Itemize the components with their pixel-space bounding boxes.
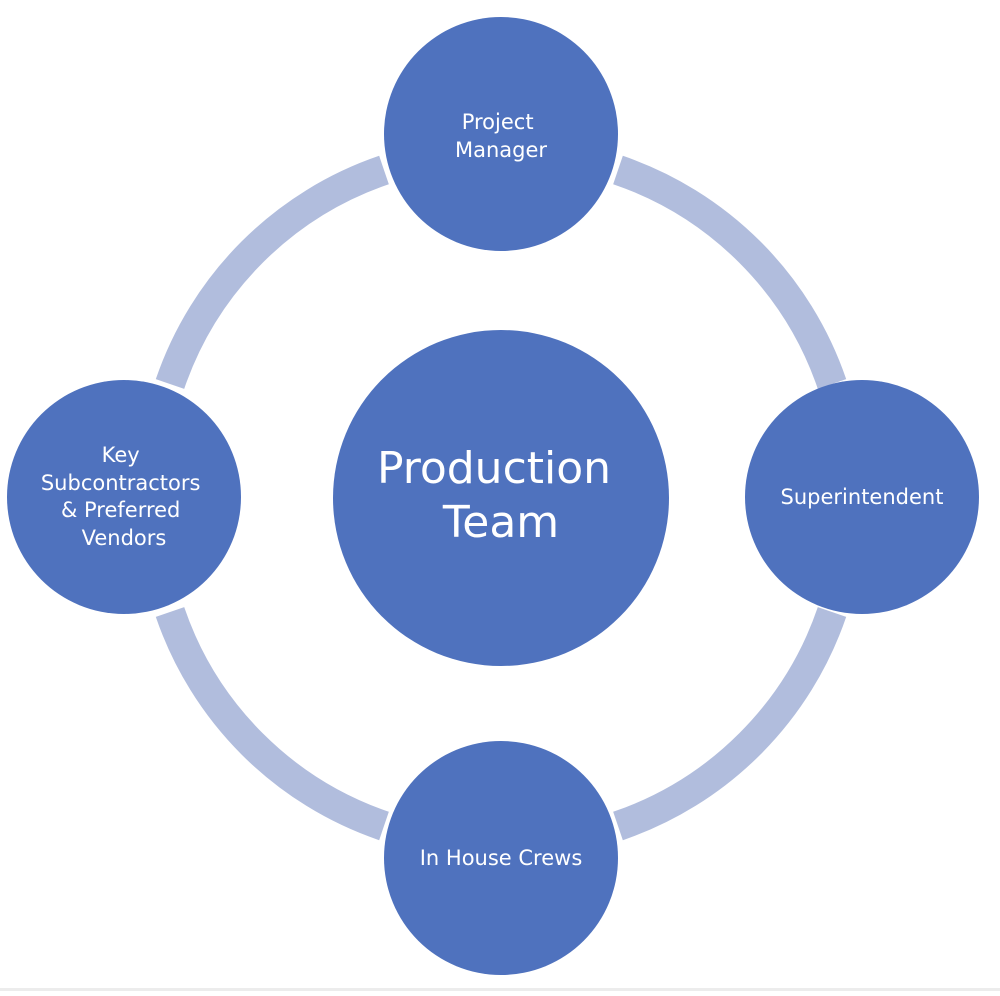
center-node: Production Team [333,330,669,666]
node-superintendent-circle [745,380,979,614]
node-project-manager-label-line-1: Project [462,110,534,134]
node-key-subcontractors: Key Subcontractors & Preferred Vendors [7,380,241,614]
page-bottom-edge [0,988,1000,991]
node-project-manager-label: Project Manager [455,110,547,162]
node-key-subcontractors-label-line-3: & Preferred [61,498,180,522]
node-superintendent: Superintendent [745,380,979,614]
node-key-subcontractors-label-line-1: Key [102,443,140,467]
node-project-manager-label-line-2: Manager [455,138,547,162]
ring-arc-right-bottom [613,607,847,841]
node-in-house-crews-label: In House Crews [420,846,583,870]
ring-arc-bottom-left [155,607,389,841]
center-node-label-line-1: Production [377,443,611,494]
node-project-manager-circle [384,17,618,251]
center-node-label: Production Team [377,443,625,548]
node-superintendent-label-line-1: Superintendent [781,485,944,509]
node-in-house-crews-label-line-1: In House Crews [420,846,583,870]
node-key-subcontractors-label: Key Subcontractors & Preferred Vendors [41,443,207,550]
node-key-subcontractors-label-line-4: Vendors [82,526,167,550]
ring-arc-top-right [613,155,847,389]
node-project-manager: Project Manager [384,17,618,251]
center-node-circle [333,330,669,666]
node-in-house-crews-circle [384,741,618,975]
ring-arc-left-top [155,155,389,389]
node-key-subcontractors-label-line-2: Subcontractors [41,471,201,495]
node-superintendent-label: Superintendent [781,485,944,509]
node-in-house-crews: In House Crews [384,741,618,975]
center-node-label-line-2: Team [442,497,559,548]
node-key-subcontractors-circle [7,380,241,614]
connector-ring [155,155,847,841]
